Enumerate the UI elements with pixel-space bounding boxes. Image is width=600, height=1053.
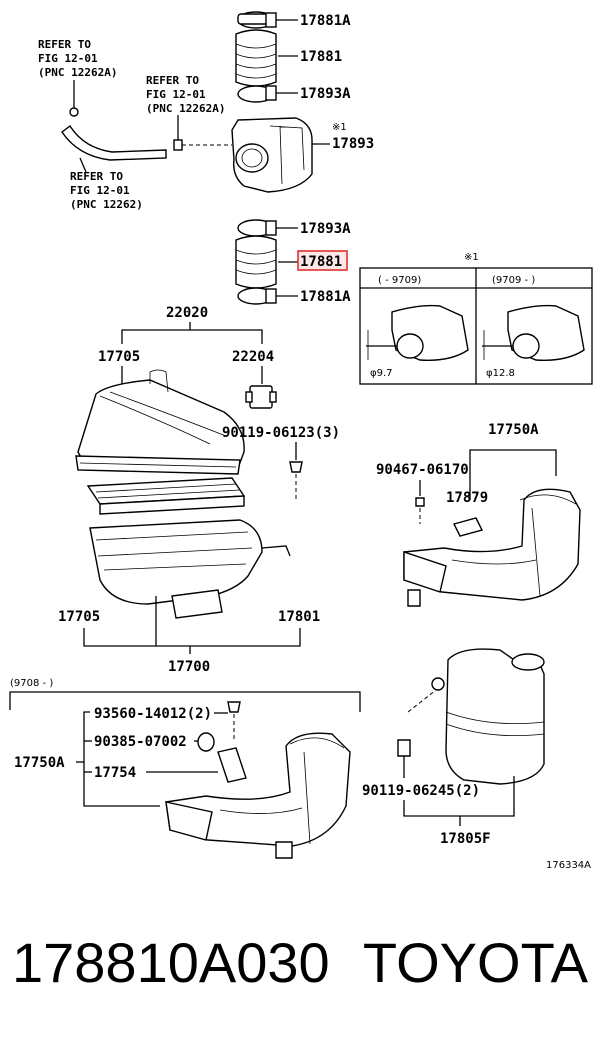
inlet-duct-right: 17750A 90467-06170 17879 bbox=[376, 422, 581, 607]
inlet-duct-variant: (9708 - ) 93560-14012(2) 90385-07002 177… bbox=[9, 678, 361, 859]
ref3-line2: FIG 12-01 bbox=[70, 184, 130, 197]
label-17881A-top: 17881A bbox=[300, 13, 351, 29]
label-22204: 22204 bbox=[232, 349, 274, 365]
label-90467-06170: 90467-06170 bbox=[376, 462, 469, 478]
range-9708: (9708 - ) bbox=[10, 678, 53, 689]
ref1-line2: FIG 12-01 bbox=[38, 52, 98, 65]
ref2-line2: FIG 12-01 bbox=[146, 88, 206, 101]
label-17705-bottom: 17705 bbox=[58, 609, 100, 625]
part-number: 178810A030 bbox=[12, 931, 330, 994]
label-17879: 17879 bbox=[446, 490, 488, 506]
ref3-line3: (PNC 12262) bbox=[70, 198, 143, 211]
ref2-line3: (PNC 12262A) bbox=[146, 102, 225, 115]
brand-name: TOYOTA bbox=[362, 931, 588, 994]
inset-right-range: (9709 - ) bbox=[492, 275, 535, 286]
ref1-line1: REFER TO bbox=[38, 38, 91, 51]
ref2-line1: REFER TO bbox=[146, 74, 199, 87]
label-17750A-right: 17750A bbox=[488, 422, 539, 438]
label-17893A-top: 17893A bbox=[300, 86, 351, 102]
mark-1-a: ※1 bbox=[332, 122, 347, 133]
inset-variants: ※1 ( - 9709) (9709 - ) φ9.7 φ12.8 bbox=[359, 252, 593, 385]
ref3-line1: REFER TO bbox=[70, 170, 123, 183]
label-17805F: 17805F bbox=[440, 831, 491, 847]
label-17893A-mid: 17893A bbox=[300, 221, 351, 237]
resonator-part: ※1 17893 bbox=[182, 117, 374, 193]
highlight-box bbox=[297, 250, 348, 271]
inset-left-dim: φ9.7 bbox=[370, 368, 393, 379]
label-17754: 17754 bbox=[94, 765, 136, 781]
label-17705-top: 17705 bbox=[98, 349, 140, 365]
label-17801: 17801 bbox=[278, 609, 320, 625]
label-17893: 17893 bbox=[332, 136, 374, 152]
label-17700: 17700 bbox=[168, 659, 210, 675]
ref1-line3: (PNC 12262A) bbox=[38, 66, 117, 79]
label-90119-06123: 90119-06123(3) bbox=[222, 425, 340, 441]
middle-hose-assembly: 17893A 17881 17881A bbox=[235, 219, 351, 305]
inset-left-range: ( - 9709) bbox=[378, 275, 421, 286]
label-90385-07002: 90385-07002 bbox=[94, 734, 187, 750]
label-22020: 22020 bbox=[166, 305, 208, 321]
label-17750A-left: 17750A bbox=[14, 755, 65, 771]
inset-right-dim: φ12.8 bbox=[486, 368, 515, 379]
label-17881A-mid: 17881A bbox=[300, 289, 351, 305]
footer: 178810A030 TOYOTA bbox=[0, 930, 600, 1010]
label-17881-top: 17881 bbox=[300, 49, 342, 65]
figure-id: 176334A bbox=[546, 860, 591, 871]
upper-hose-assembly: 17881A 17881 17893A bbox=[235, 11, 351, 103]
resonator-17805F: 90119-06245(2) 17805F bbox=[362, 648, 545, 847]
label-17881-highlighted: 17881 bbox=[300, 254, 342, 270]
label-93560-14012: 93560-14012(2) bbox=[94, 706, 212, 722]
refer-notes: REFER TO FIG 12-01 (PNC 12262A) REFER TO… bbox=[38, 38, 225, 211]
label-90119-06245: 90119-06245(2) bbox=[362, 783, 480, 799]
inset-mark: ※1 bbox=[464, 252, 479, 263]
air-cleaner-assembly: 22020 17705 22204 90119-06123(3) 17705 1… bbox=[58, 305, 340, 675]
